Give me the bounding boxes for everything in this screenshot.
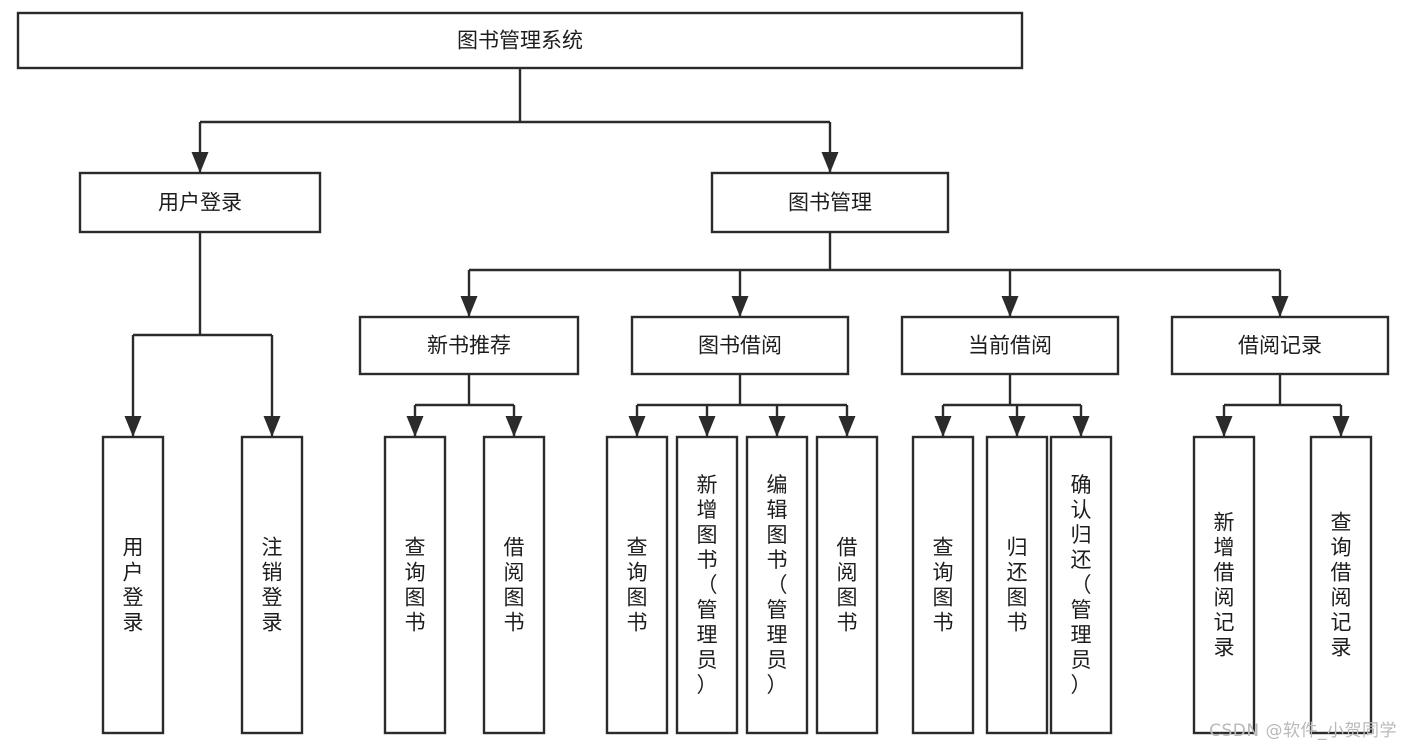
- node-box-leaf-add-borrow-record: [1192, 435, 1256, 735]
- node-label-leaf-logout: 注销登录: [262, 536, 283, 635]
- node-label-leaf-query-book-current: 查询图书: [933, 536, 954, 635]
- node-leaf-logout[interactable]: 注销登录: [240, 435, 304, 735]
- node-leaf-query-book-current[interactable]: 查询图书: [911, 435, 975, 735]
- node-box-leaf-query-book-rec: [383, 435, 447, 735]
- arrow-icon-leaf-user-login: [124, 416, 142, 437]
- arrow-icon-leaf-borrow-book-rec: [505, 416, 523, 437]
- node-box-leaf-query-book-borrow: [605, 435, 669, 735]
- node-user-login[interactable]: 用户登录: [78, 171, 322, 234]
- node-borrow-record[interactable]: 借阅记录: [1170, 315, 1390, 376]
- node-label-root: 图书管理系统: [457, 29, 583, 53]
- arrow-icon-leaf-query-book-borrow: [628, 416, 646, 437]
- node-label-leaf-edit-book-admin: 编辑图书（管理员）: [767, 473, 788, 697]
- node-box-current-borrow: [900, 315, 1120, 376]
- node-label-leaf-add-borrow-record: 新增借阅记录: [1214, 511, 1235, 660]
- node-box-user-login: [78, 171, 322, 234]
- node-label-leaf-confirm-return-admin: 确认归还（管理员）: [1071, 473, 1092, 697]
- node-leaf-query-borrow-record[interactable]: 查询借阅记录: [1309, 435, 1373, 735]
- node-current-borrow[interactable]: 当前借阅: [900, 315, 1120, 376]
- arrow-icon-borrow-record: [1271, 296, 1289, 317]
- node-leaf-query-book-rec[interactable]: 查询图书: [383, 435, 447, 735]
- node-leaf-borrow-book-rec[interactable]: 借阅图书: [482, 435, 546, 735]
- node-label-current-borrow: 当前借阅: [968, 334, 1052, 358]
- node-leaf-add-borrow-record[interactable]: 新增借阅记录: [1192, 435, 1256, 735]
- node-leaf-confirm-return-admin[interactable]: 确认归还（管理员）: [1049, 435, 1113, 735]
- node-label-book-manage: 图书管理: [788, 191, 872, 215]
- arrow-icon-leaf-query-book-rec: [406, 416, 424, 437]
- node-leaf-user-login[interactable]: 用户登录: [101, 435, 165, 735]
- node-box-leaf-query-borrow-record: [1309, 435, 1373, 735]
- node-leaf-edit-book-admin[interactable]: 编辑图书（管理员）: [745, 435, 809, 735]
- node-label-book-borrow: 图书借阅: [698, 334, 782, 358]
- arrow-icon-leaf-edit-book-admin: [768, 416, 786, 437]
- arrow-icon-leaf-add-borrow-record: [1215, 416, 1233, 437]
- node-leaf-return-book[interactable]: 归还图书: [985, 435, 1049, 735]
- arrow-icon-leaf-query-book-current: [934, 416, 952, 437]
- arrow-icon-leaf-query-borrow-record: [1332, 416, 1350, 437]
- node-label-leaf-return-book: 归还图书: [1007, 536, 1028, 635]
- node-box-leaf-logout: [240, 435, 304, 735]
- node-box-leaf-borrow-book-rec: [482, 435, 546, 735]
- arrow-icon-leaf-confirm-return-admin: [1072, 416, 1090, 437]
- node-leaf-borrow-book[interactable]: 借阅图书: [815, 435, 879, 735]
- arrow-icon-book-borrow: [731, 296, 749, 317]
- node-label-leaf-query-book-borrow: 查询图书: [627, 536, 648, 635]
- node-label-leaf-borrow-book-rec: 借阅图书: [504, 536, 525, 635]
- node-label-leaf-user-login: 用户登录: [123, 536, 144, 635]
- node-box-leaf-user-login: [101, 435, 165, 735]
- node-box-leaf-add-book-admin: [675, 435, 739, 735]
- arrow-icon-leaf-add-book-admin: [698, 416, 716, 437]
- arrow-icon-leaf-logout: [263, 416, 281, 437]
- arrow-icon-current-borrow: [1001, 296, 1019, 317]
- arrow-icon-new-book-recommend: [460, 296, 478, 317]
- node-box-leaf-confirm-return-admin: [1049, 435, 1113, 735]
- node-box-borrow-record: [1170, 315, 1390, 376]
- arrow-icon-book-manage: [821, 152, 839, 173]
- node-label-new-book-recommend: 新书推荐: [427, 334, 511, 358]
- node-box-book-borrow: [630, 315, 850, 376]
- node-box-leaf-edit-book-admin: [745, 435, 809, 735]
- node-box-leaf-borrow-book: [815, 435, 879, 735]
- node-new-book-recommend[interactable]: 新书推荐: [358, 315, 580, 376]
- node-label-leaf-query-borrow-record: 查询借阅记录: [1331, 511, 1352, 660]
- csdn-watermark: CSDN @软件_小贺同学: [1209, 721, 1397, 741]
- node-book-manage[interactable]: 图书管理: [710, 171, 950, 234]
- node-box-leaf-return-book: [985, 435, 1049, 735]
- node-label-leaf-add-book-admin: 新增图书（管理员）: [697, 473, 718, 697]
- node-box-book-manage: [710, 171, 950, 234]
- node-label-leaf-borrow-book: 借阅图书: [837, 536, 858, 635]
- node-book-borrow[interactable]: 图书借阅: [630, 315, 850, 376]
- node-box-root: [16, 11, 1024, 70]
- node-label-leaf-query-book-rec: 查询图书: [405, 536, 426, 635]
- node-box-leaf-query-book-current: [911, 435, 975, 735]
- node-label-user-login: 用户登录: [158, 191, 242, 215]
- arrow-icon-user-login: [191, 152, 209, 173]
- node-box-new-book-recommend: [358, 315, 580, 376]
- connectors-layer: [124, 68, 1350, 437]
- nodes-layer: 图书管理系统用户登录图书管理新书推荐图书借阅当前借阅借阅记录用户登录注销登录查询…: [16, 11, 1390, 735]
- node-leaf-add-book-admin[interactable]: 新增图书（管理员）: [675, 435, 739, 735]
- node-root[interactable]: 图书管理系统: [16, 11, 1024, 70]
- node-label-borrow-record: 借阅记录: [1238, 334, 1322, 358]
- arrow-icon-leaf-borrow-book: [838, 416, 856, 437]
- node-leaf-query-book-borrow[interactable]: 查询图书: [605, 435, 669, 735]
- arrow-icon-leaf-return-book: [1008, 416, 1026, 437]
